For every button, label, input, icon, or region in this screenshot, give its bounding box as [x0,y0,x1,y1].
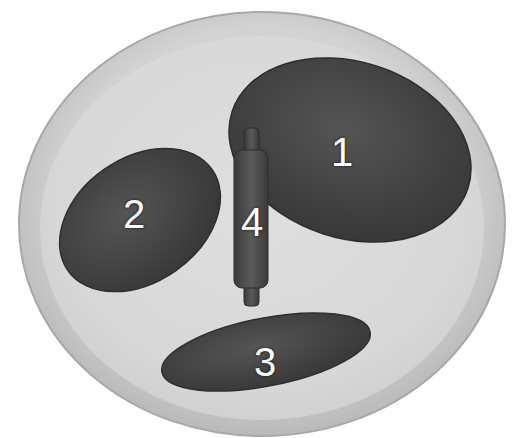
cell-membrane [19,12,505,436]
organelle-body [32,119,247,322]
organelle-body [155,298,376,405]
callout-number: 4 [241,202,263,242]
callout-number: 2 [123,194,145,234]
callout-number: 3 [254,342,276,382]
rod-organelle [234,128,268,306]
callout-number: 1 [331,132,353,172]
